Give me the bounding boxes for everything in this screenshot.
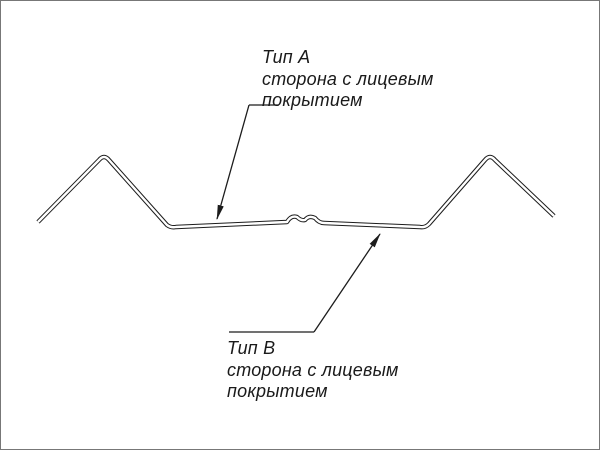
label-type-b-title: Тип В xyxy=(227,338,276,358)
leader-type-a-line xyxy=(216,104,250,220)
label-type-a-line1: сторона с лицевым xyxy=(262,69,434,89)
label-type-a-title: Тип А xyxy=(262,47,311,67)
label-type-b: Тип В сторона с лицевым покрытием xyxy=(227,338,399,402)
leader-type-b xyxy=(229,233,381,333)
label-type-b-line1: сторона с лицевым xyxy=(227,360,399,380)
leader-type-a xyxy=(216,104,279,220)
label-type-a: Тип А сторона с лицевым покрытием xyxy=(262,47,434,111)
label-type-b-line2: покрытием xyxy=(227,381,328,401)
leader-type-b-line xyxy=(313,233,381,333)
label-type-a-line2: покрытием xyxy=(262,90,363,110)
sheet-profile xyxy=(36,154,556,230)
sheet-profile-inner xyxy=(37,155,555,229)
